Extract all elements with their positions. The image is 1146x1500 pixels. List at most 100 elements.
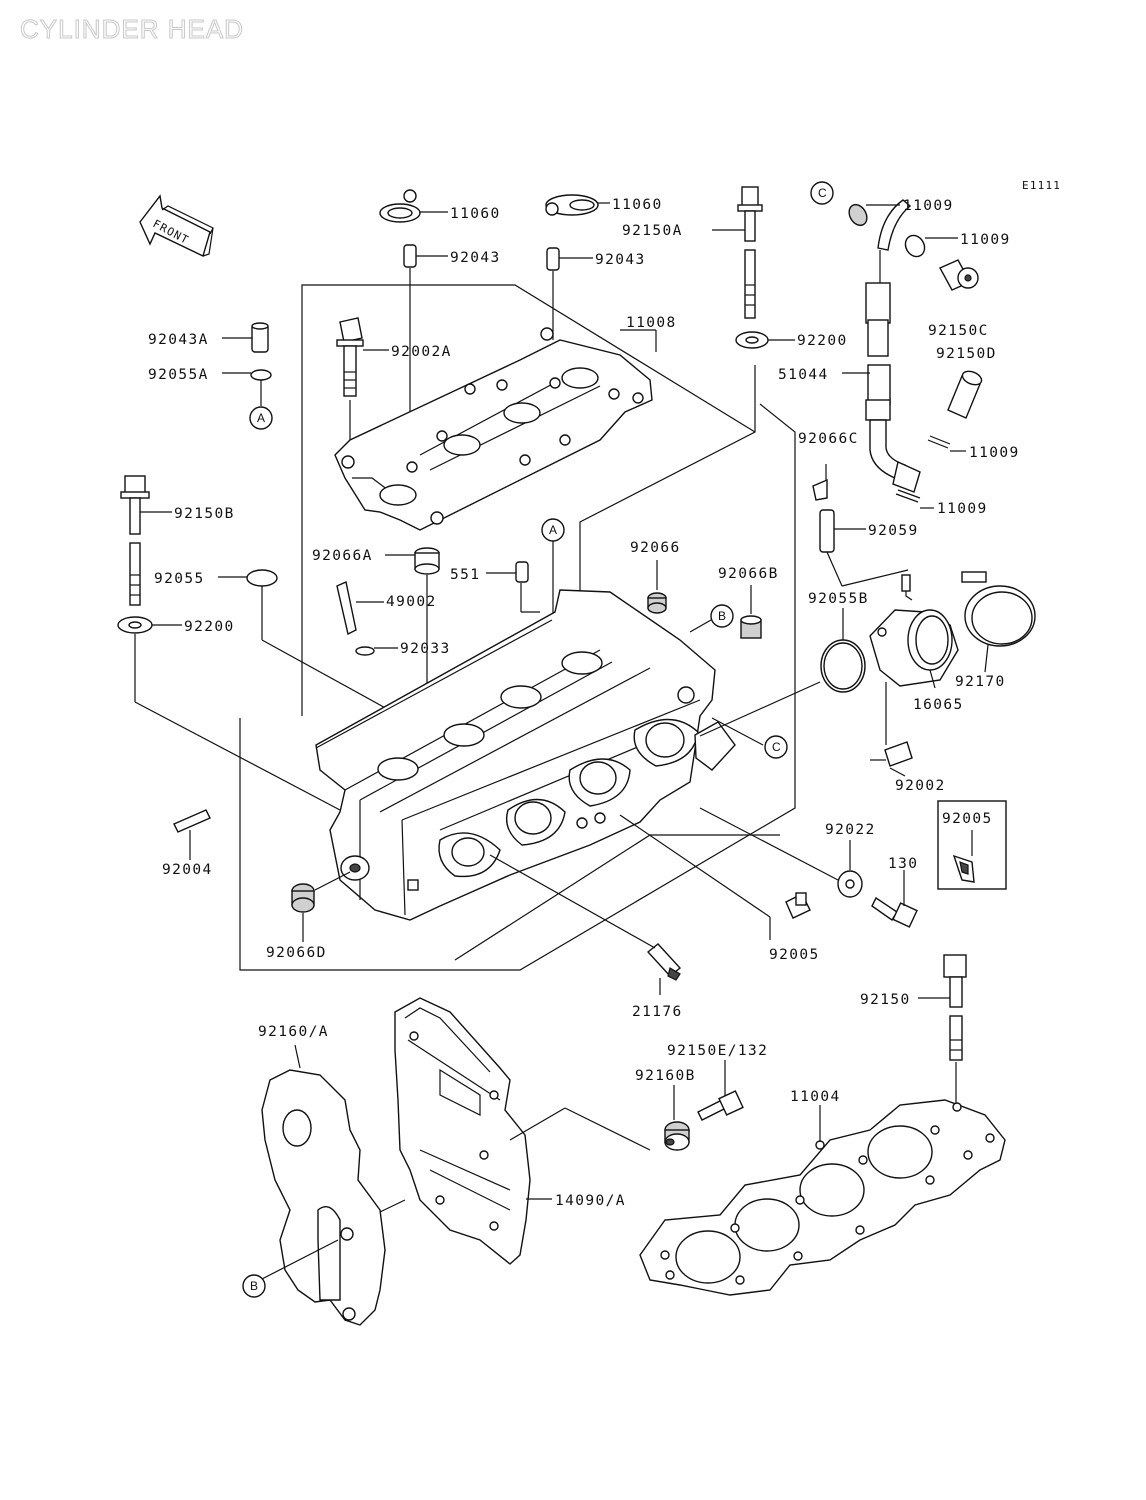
label-92150C: 92150C [928, 323, 989, 339]
label-92066C: 92066C [798, 431, 859, 447]
label-92033: 92033 [400, 641, 451, 657]
part-21176-sensor: 21176 [489, 854, 683, 1020]
label-92055A: 92055A [148, 367, 209, 383]
label-92160B: 92160B [635, 1068, 696, 1084]
label-92066A: 92066A [312, 548, 373, 564]
part-92002-bolt: 92002 [870, 682, 946, 794]
part-130-bolt: 130 [871, 856, 918, 928]
label-92150D: 92150D [936, 346, 997, 362]
part-92043-right: 92043 [546, 247, 646, 340]
label-92170: 92170 [955, 674, 1006, 690]
part-11004-head-gasket: 11004 [639, 1089, 1006, 1296]
label-92150A: 92150A [622, 223, 683, 239]
part-92066-plug: 92066 [630, 540, 681, 614]
page-title: CYLINDER HEAD [20, 14, 244, 45]
part-11009-mid: 11009 [927, 435, 1020, 461]
part-92066C-plug: 92066C [798, 431, 859, 501]
label-92160A: 92160/A [258, 1024, 329, 1040]
label-11009-b: 11009 [960, 232, 1011, 248]
part-92066B-plug: 92066B B [689, 566, 779, 639]
part-92002A-bolt: 92002A [336, 317, 452, 455]
label-51044: 51044 [778, 367, 829, 383]
label-92004: 92004 [162, 862, 213, 878]
part-92150C-banjo-bolt: 92150C [928, 259, 989, 339]
callout-c-head: C [772, 740, 781, 754]
part-16065-thermostat-housing: 16065 [869, 574, 964, 713]
part-11060-left: 11060 [379, 189, 501, 223]
label-551: 551 [450, 567, 480, 583]
part-92150-bolt: 92150 [860, 954, 967, 1103]
label-92022: 92022 [825, 822, 876, 838]
part-551-dowel: 551 A [450, 518, 565, 630]
part-92055A-oring: 92055A A [148, 367, 273, 430]
part-92059-pipe: 92059 [819, 509, 919, 587]
label-92066B: 92066B [718, 566, 779, 582]
part-92066D-plug: 92066D [266, 871, 351, 961]
part-11060-right: 11060 [545, 194, 663, 216]
part-92004-stud: 92004 [162, 809, 213, 878]
label-92150: 92150 [860, 992, 911, 1008]
part-92150B-bolt: 92150B [120, 475, 235, 606]
label-11008: 11008 [626, 315, 677, 331]
callout-a-left: A [257, 411, 265, 425]
front-arrow-icon: FRONT [139, 194, 214, 257]
label-11060-left: 11060 [450, 206, 501, 222]
callout-b-guide: B [250, 1279, 258, 1293]
label-92043A: 92043A [148, 332, 209, 348]
part-92005-box-detail: 92005 [937, 800, 1007, 890]
part-51044-oil-pipe: 51044 [778, 199, 921, 493]
cylinder-head-body [315, 589, 736, 921]
part-14090A-cover: 14090/A [379, 997, 651, 1265]
label-49002: 49002 [386, 594, 437, 610]
part-49002-valve-guide: 49002 [336, 581, 437, 636]
callout-c-top: C [818, 186, 827, 200]
part-92150D-banjo-bolt: 92150D [936, 346, 997, 419]
label-92005: 92005 [769, 947, 820, 963]
label-130: 130 [888, 856, 918, 872]
part-11009-washer-c: C 11009 [810, 181, 954, 227]
label-92055B: 92055B [808, 591, 869, 607]
part-92150A-bolt: 92150A [622, 186, 763, 319]
part-11009-low: 11009 [895, 489, 986, 517]
label-11004: 11004 [790, 1089, 841, 1105]
label-14090A: 14090/A [555, 1193, 626, 1209]
callout-a-head: A [549, 523, 557, 537]
part-92170-clamp: 92170 [955, 571, 1036, 690]
part-92043-left: 92043 [403, 244, 501, 428]
part-92055-oring: 92055 [154, 569, 401, 717]
label-11009-mid: 11009 [969, 445, 1020, 461]
label-92043-right: 92043 [595, 252, 646, 268]
label-92066: 92066 [630, 540, 681, 556]
label-11009-c: 11009 [903, 198, 954, 214]
callout-b-head: B [718, 609, 726, 623]
part-11008-camshaft-holder: 11008 [334, 315, 677, 531]
part-11009-washer-b: 11009 [904, 232, 1011, 258]
label-92043-left: 92043 [450, 250, 501, 266]
label-92002: 92002 [895, 778, 946, 794]
part-92066A-seal: 92066A [312, 547, 440, 575]
part-92200-top-washer: 92200 [735, 331, 848, 349]
label-92055: 92055 [154, 571, 205, 587]
label-92150E: 92150E/132 [667, 1043, 768, 1059]
part-92055B-oring: 92055B [699, 591, 869, 737]
part-92200-left-washer: 92200 [117, 616, 341, 811]
reference-code: E1111 [1022, 179, 1061, 192]
label-11060-right: 11060 [612, 197, 663, 213]
label-92200-left: 92200 [184, 619, 235, 635]
label-92150B: 92150B [174, 506, 235, 522]
label-92066D: 92066D [266, 945, 327, 961]
label-92002A: 92002A [391, 344, 452, 360]
part-92160B-grommet: 92160B [635, 1068, 696, 1151]
assembly-outline [239, 284, 796, 971]
part-92150E-bolt: 92150E/132 [667, 1043, 768, 1121]
label-92005-box: 92005 [942, 811, 993, 827]
label-16065: 16065 [913, 697, 964, 713]
part-92022-washer: 92022 [699, 807, 876, 898]
label-92059: 92059 [868, 523, 919, 539]
label-21176: 21176 [632, 1004, 683, 1020]
label-92200-top: 92200 [797, 333, 848, 349]
part-92005-sensor: 92005 [619, 814, 820, 963]
callout-c-head-group: C [711, 717, 788, 759]
